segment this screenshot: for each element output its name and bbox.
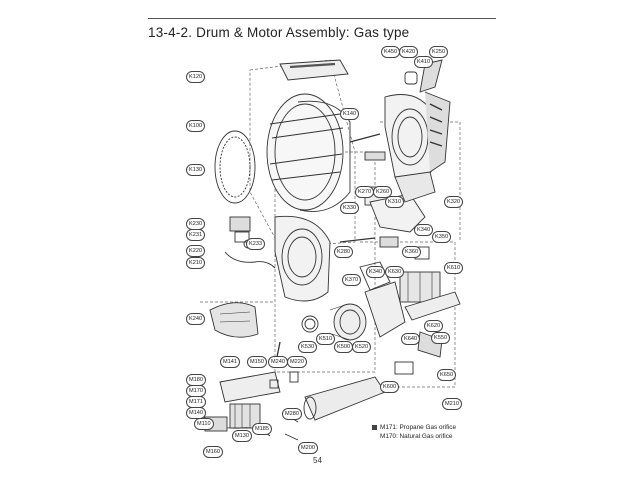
callout-m141: M141	[220, 356, 240, 368]
callout-m130: M130	[232, 430, 252, 442]
note-propane: M171: Propane Gas orifice	[372, 423, 456, 432]
callout-k500: K500	[334, 341, 354, 353]
callout-k610: K610	[444, 262, 464, 274]
callout-k140: K140	[340, 108, 360, 120]
bullet-square-icon	[372, 424, 377, 430]
callout-m220: M220	[287, 356, 307, 368]
callout-k450: K450	[381, 46, 401, 58]
callout-k100: K100	[186, 120, 206, 132]
callout-k270: K270	[355, 186, 375, 198]
callout-k640: K640	[401, 333, 421, 345]
top-rule	[148, 18, 496, 19]
callout-m280: M280	[282, 408, 302, 420]
callout-k620: K620	[424, 320, 444, 332]
callout-m240: M240	[268, 356, 288, 368]
callout-k550: K550	[431, 332, 451, 344]
callout-k210: K210	[186, 257, 206, 269]
callout-m160: M160	[203, 446, 223, 458]
exploded-parts-diagram	[199, 59, 461, 441]
callout-k420: K420	[399, 46, 419, 58]
callout-m210: M210	[442, 398, 462, 410]
callout-k310: K310	[385, 196, 405, 208]
callout-k630: K630	[385, 266, 405, 278]
callout-k340b: K340	[366, 266, 386, 278]
callout-m200: M200	[298, 442, 318, 454]
callout-m185: M185	[252, 423, 272, 435]
callout-k360: K360	[402, 246, 422, 258]
callout-k120: K120	[186, 71, 206, 83]
callout-k410: K410	[414, 56, 434, 68]
note-propane-text: M171: Propane Gas orifice	[380, 424, 457, 431]
page-number: 54	[313, 456, 322, 465]
callout-k520: K520	[352, 341, 372, 353]
orifice-note: M171: Propane Gas orifice M170: Natural …	[372, 423, 456, 441]
callout-k370: K370	[342, 274, 362, 286]
note-natural: M170: Natural Gas orifice	[372, 432, 456, 441]
callout-k240: K240	[186, 313, 206, 325]
callout-k233: K233	[246, 238, 266, 250]
callout-k320: K320	[444, 196, 464, 208]
callout-k231: K231	[186, 229, 206, 241]
callout-k280: K280	[334, 246, 354, 258]
callout-k650: K650	[437, 369, 457, 381]
callout-k250: K250	[429, 46, 449, 58]
callout-k600: K600	[380, 381, 400, 393]
callout-m150: M150	[247, 356, 267, 368]
callout-k350: K350	[432, 231, 452, 243]
callout-k260: K260	[373, 186, 393, 198]
callout-k220: K220	[186, 245, 206, 257]
callout-k510: K510	[316, 333, 336, 345]
page-title: 13-4-2. Drum & Motor Assembly: Gas type	[148, 25, 410, 40]
callout-k330: K330	[340, 202, 360, 214]
callout-k530: K530	[298, 341, 318, 353]
note-natural-text: M170: Natural Gas orifice	[380, 433, 453, 440]
callout-m110: M110	[194, 418, 214, 430]
callout-k130: K130	[186, 164, 206, 176]
callout-k340: K340	[414, 224, 434, 236]
